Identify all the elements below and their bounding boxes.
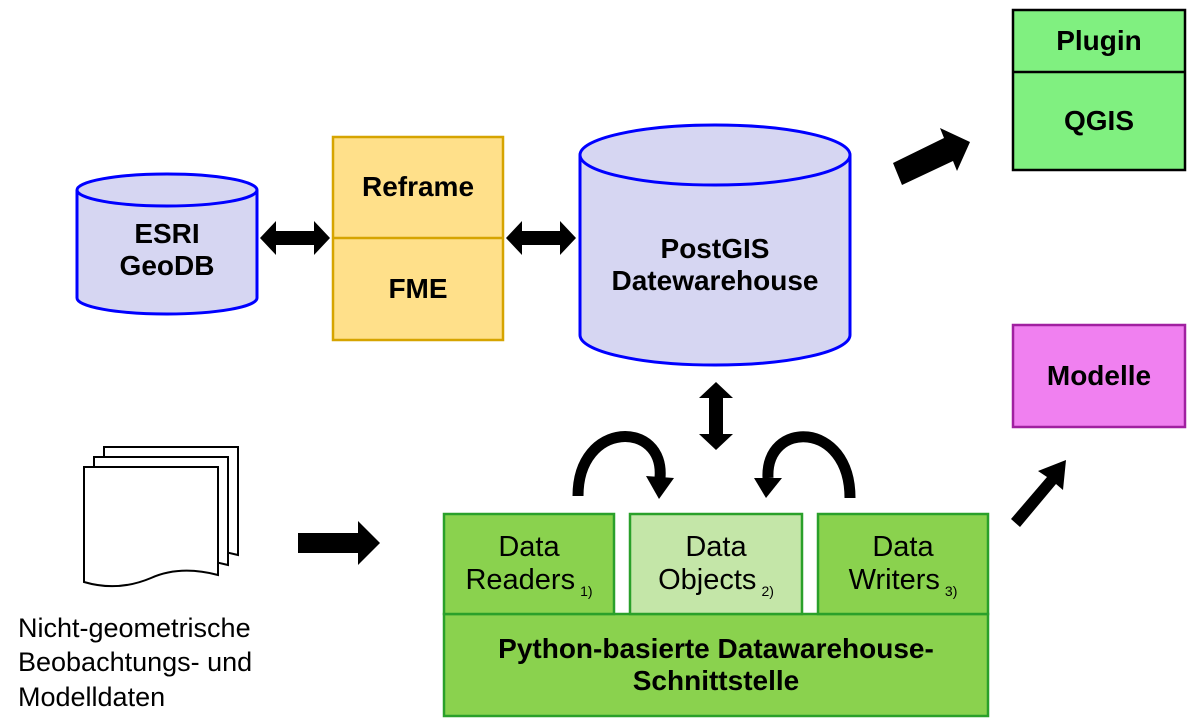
curved-arrow-readers-to-objects (572, 431, 674, 499)
data-writers-line1: Data (872, 530, 934, 563)
arrow-documents-to-python (298, 521, 380, 565)
reframe-fme-box (331, 135, 505, 342)
data-readers-line2: Readers (465, 564, 576, 596)
postgis-label-line1: PostGIS (660, 232, 770, 264)
document-stack-icon (83, 446, 239, 588)
data-objects-line2: Objects (658, 564, 757, 596)
reframe-label: Reframe (361, 171, 475, 203)
documents-caption-line3: Modelldaten (18, 681, 166, 712)
postgis-cylinder (578, 123, 852, 367)
esri-geodb-label: ESRI GeoDB (77, 210, 257, 290)
plugin-label: Plugin (1056, 24, 1142, 56)
esri-cylinder-body (75, 190, 259, 316)
data-objects-note: 2) (761, 583, 774, 599)
documents-caption-line2: Beobachtungs- und (18, 647, 253, 678)
documents-caption: Nicht-geometrische Beobachtungs- und Mod… (18, 605, 318, 720)
qgis-label: QGIS (1063, 104, 1134, 136)
modelle-label: Modelle (1046, 359, 1152, 391)
arrow-to-qgis (893, 128, 970, 185)
esri-cylinder-top (75, 172, 259, 208)
modelle-box (1011, 323, 1187, 429)
data-writers-line2: Writers (848, 564, 940, 596)
data-objects-line1: Data (685, 530, 747, 563)
esri-geodb-cylinder (75, 172, 259, 316)
data-readers-line1: Data (498, 530, 560, 563)
arrow-to-modelle (1011, 460, 1066, 527)
double-arrow-fme-postgis (506, 221, 576, 255)
python-interface-title: Python-basierte Datawarehouse- Schnittst… (444, 614, 988, 716)
data-readers-note: 1) (580, 583, 593, 599)
qgis-plugin-box (1011, 8, 1187, 172)
python-title-line1: Python-basierte Datawarehouse- (498, 632, 934, 664)
python-title-line2: Schnittstelle (632, 665, 800, 696)
double-arrow-esri-fme (260, 221, 330, 255)
postgis-cylinder-top (578, 123, 852, 187)
postgis-label: PostGIS Datewarehouse (580, 215, 850, 315)
esri-label-line2: GeoDB (119, 250, 215, 281)
postgis-label-line2: Datewarehouse (611, 265, 819, 296)
data-writers-note: 3) (944, 583, 958, 599)
esri-label-line1: ESRI (134, 217, 200, 249)
postgis-cylinder-body (578, 155, 852, 367)
double-arrow-postgis-objects (699, 382, 733, 450)
python-interface (442, 512, 990, 718)
fme-label: FME (388, 272, 448, 304)
curved-arrow-writers-to-objects (754, 431, 856, 499)
documents-caption-line1: Nicht-geometrische (18, 613, 251, 644)
